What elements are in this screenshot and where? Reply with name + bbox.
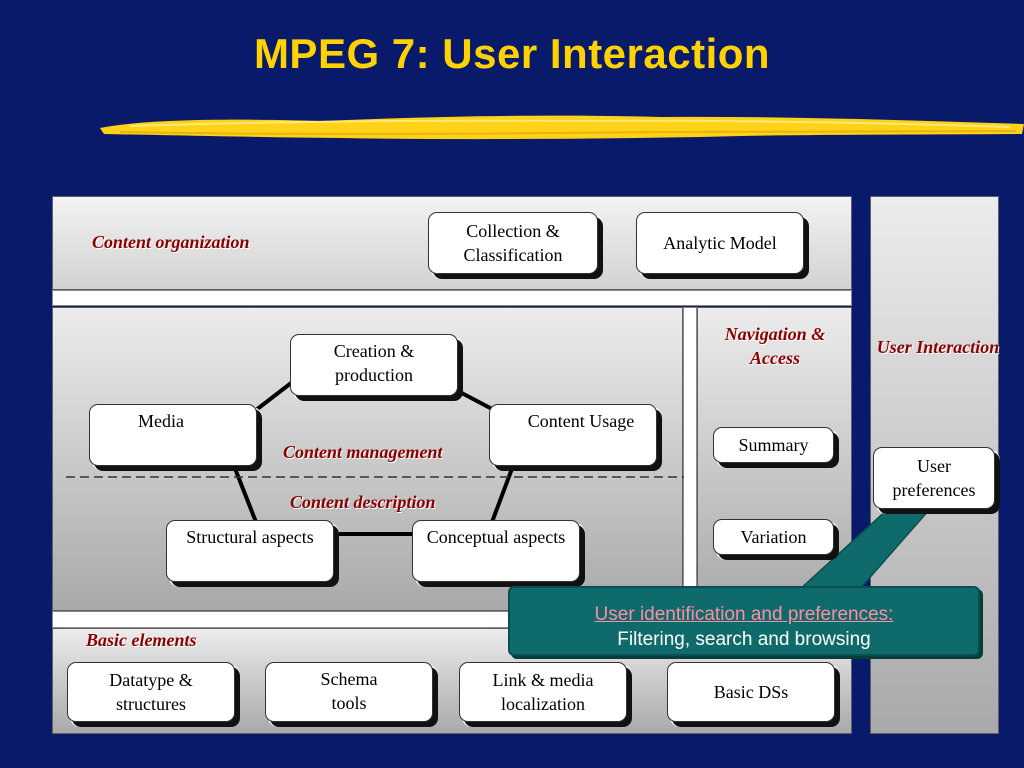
conceptual-aspects-box: Conceptual aspects <box>412 520 580 582</box>
content-organization-label: Content organization <box>92 232 250 252</box>
navigation-access-label: Navigation & Access <box>724 324 826 368</box>
variation-box: Variation <box>713 519 834 555</box>
content-usage-box: Content Usage <box>489 404 657 466</box>
datatype-structures-box: Datatype & structures <box>67 662 235 722</box>
structural-aspects-box: Structural aspects <box>166 520 334 582</box>
basic-dss-box: Basic DSs <box>667 662 835 722</box>
schema-tools-box: Schema tools <box>265 662 433 722</box>
link-media-localization-box: Link & media localization <box>459 662 627 722</box>
analytic-model-box: Analytic Model <box>636 212 804 274</box>
callout-title: User identification and preferences: <box>594 604 894 625</box>
yellow-brush-stroke <box>100 115 1024 140</box>
content-management-label: Content management <box>283 442 443 462</box>
collection-classification-box: Collection & Classification <box>428 212 598 274</box>
callout-subtitle: Filtering, search and browsing <box>617 629 871 650</box>
content-description-label: Content description <box>290 492 436 512</box>
slide-title: MPEG 7: User Interaction <box>253 30 771 77</box>
user-interaction-label: User Interaction <box>876 337 1000 357</box>
summary-box: Summary <box>713 427 834 463</box>
basic-elements-label: Basic elements <box>86 630 197 650</box>
media-box: Media <box>89 404 257 466</box>
user-identification-callout: User identification and preferences: Fil… <box>508 586 980 656</box>
separator-strip-1 <box>52 290 852 306</box>
user-preferences-box: User preferences <box>873 447 995 509</box>
creation-production-box: Creation & production <box>290 334 458 396</box>
